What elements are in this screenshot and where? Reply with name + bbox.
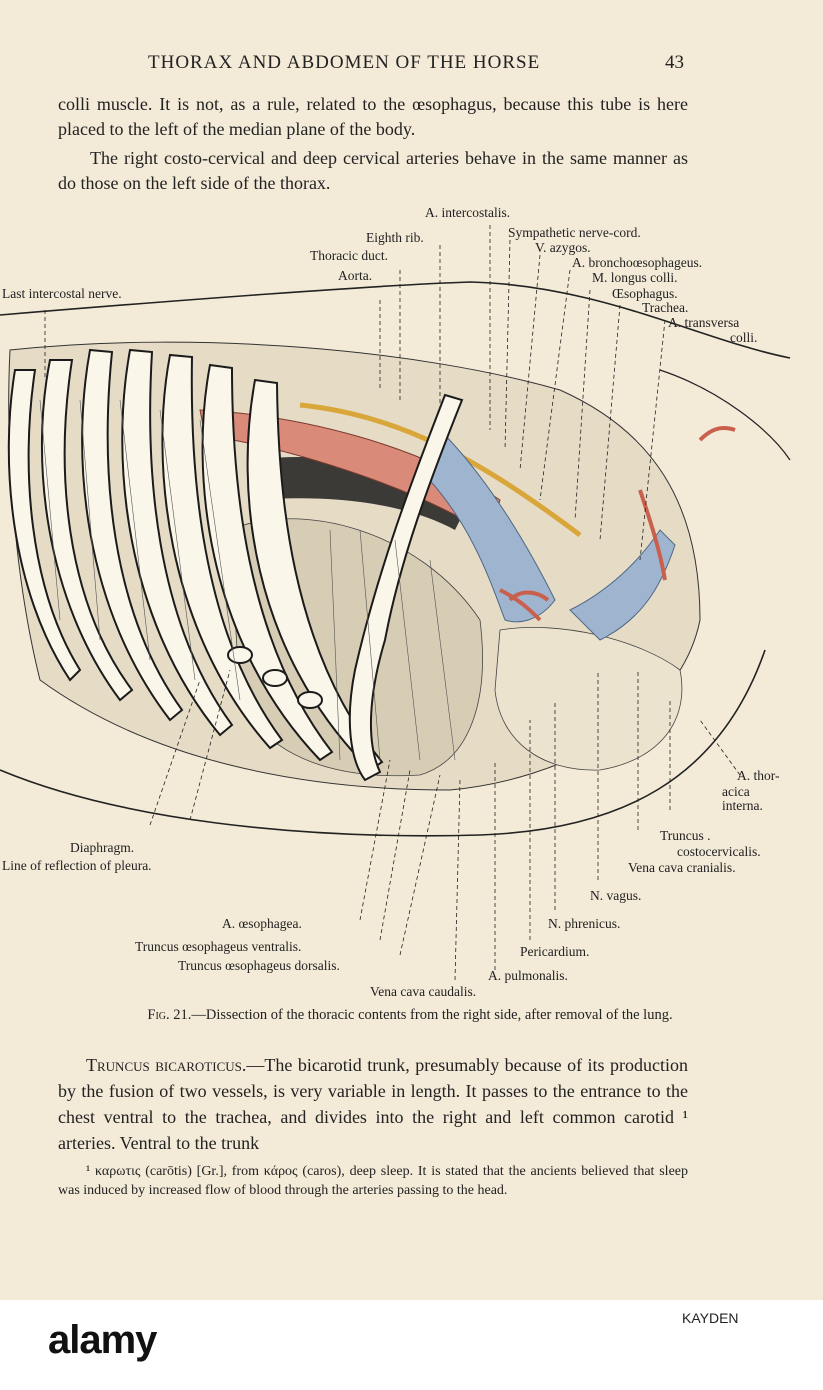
ventral-outline — [0, 649, 766, 837]
label-n-vagus: N. vagus. — [590, 888, 642, 903]
label-thoracica-1: A. thor- — [737, 768, 780, 783]
artery-branches — [499, 426, 736, 622]
leader-lines — [44, 225, 741, 981]
label-colli: colli. — [730, 330, 758, 345]
vena-cava-vessel — [569, 529, 676, 641]
label-vena-cava-cranialis: Vena cava cranialis. — [628, 860, 736, 875]
truncus-text: —The bicarotid trunk, presumably because… — [58, 1055, 688, 1153]
running-header: THORAX AND ABDOMEN OF THE HORSE 43 — [0, 50, 823, 80]
image-id: KAYDEN — [682, 1310, 739, 1326]
label-bronchoesophageus: A. bronchoœsophageus. — [572, 255, 703, 270]
label-diaphragm: Diaphragm. — [70, 840, 135, 855]
page-number: 43 — [665, 52, 684, 73]
label-truncus-ventralis: Truncus œsophageus ventralis. — [135, 939, 302, 954]
label-last-intercostal-nerve: Last intercostal nerve. — [2, 286, 122, 301]
label-a-transversa: A. transversa — [668, 315, 740, 330]
rib-cage — [7, 348, 464, 782]
label-a-pulmonalis: A. pulmonalis. — [488, 968, 568, 983]
label-oesophagus: Œsophagus. — [612, 286, 678, 301]
anatomical-figure: A. intercostalis. Eighth rib. Thoracic d… — [0, 200, 823, 1000]
azygos-vessel — [419, 429, 556, 623]
header-title: THORAX AND ABDOMEN OF THE HORSE — [148, 52, 541, 73]
caption-text: —Dissection of the thoracic contents fro… — [191, 1007, 673, 1023]
footnote: ¹ καρωτις (carōtis) [Gr.], from κάρος (c… — [58, 1164, 688, 1198]
label-n-phrenicus: N. phrenicus. — [548, 916, 621, 931]
label-longus-colli: M. longus colli. — [592, 270, 678, 285]
alamy-logo: alamy — [48, 1318, 157, 1362]
watermark-bar: alamy KAYDEN — [0, 1300, 823, 1390]
label-v-azygos: V. azygos. — [535, 240, 591, 255]
label-pericardium: Pericardium. — [520, 944, 590, 959]
dorsal-outline — [0, 281, 791, 359]
paragraph-1: colli muscle. It is not, as a rule, rela… — [58, 94, 688, 139]
label-sympathetic-nerve-cord: Sympathetic nerve-cord. — [508, 225, 641, 240]
truncus-heading: Truncus bicaroticus. — [86, 1055, 247, 1075]
label-truncus-dorsalis: Truncus œsophageus dorsalis. — [178, 958, 340, 973]
paragraph-2: The right costo-cervical and deep cervic… — [58, 148, 688, 193]
label-truncus-cc-2: costocervicalis. — [677, 844, 761, 859]
label-aorta: Aorta. — [338, 268, 373, 283]
book-page: THORAX AND ABDOMEN OF THE HORSE 43 colli… — [0, 50, 823, 1198]
neck-outline — [659, 369, 791, 461]
label-truncus-cc-1: Truncus . — [660, 828, 711, 843]
label-a-oesophagea: A. œsophagea. — [222, 916, 302, 931]
label-trachea: Trachea. — [642, 300, 689, 315]
label-thoracic-duct: Thoracic duct. — [310, 248, 388, 263]
rib-stubs — [227, 646, 323, 709]
label-line-of-reflection: Line of reflection of pleura. — [2, 858, 152, 873]
muscle-hatching — [39, 399, 456, 761]
label-vena-cava-caudalis: Vena cava caudalis. — [370, 984, 477, 999]
paragraph-truncus: Truncus bicaroticus.—The bicarotid trunk… — [58, 1052, 688, 1156]
figure-illustration — [0, 225, 791, 981]
label-intercostalis: A. intercostalis. — [425, 205, 511, 220]
label-thoracica-2: acica — [722, 784, 750, 799]
caption-fig-number: Fig. 21. — [147, 1007, 192, 1023]
figure-caption: Fig. 21.—Dissection of the thoracic cont… — [90, 1006, 730, 1025]
label-thoracica-3: interna. — [722, 798, 763, 813]
label-eighth-rib: Eighth rib. — [366, 230, 424, 245]
